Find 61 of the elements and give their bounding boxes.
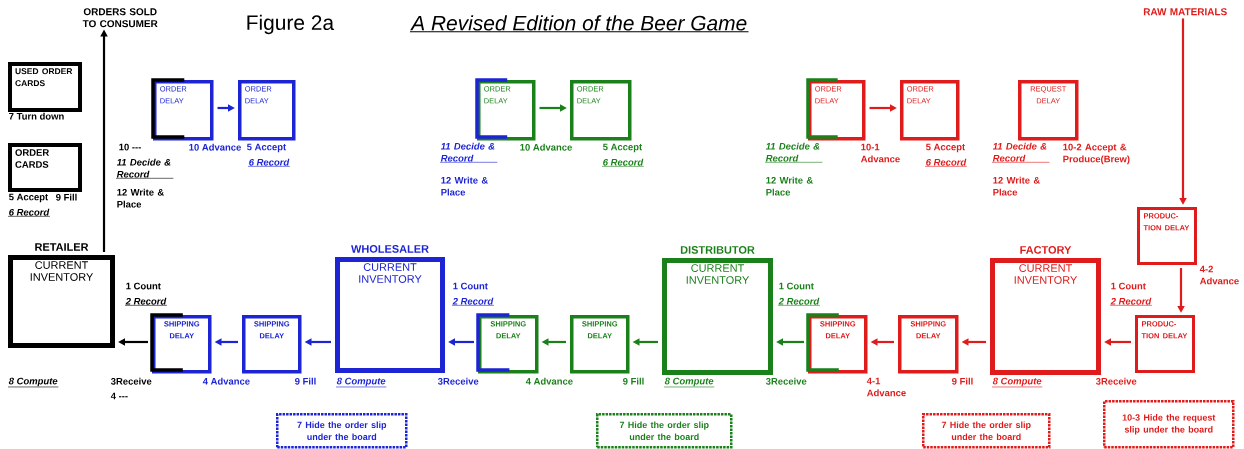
step-label: 8 Compute [663, 377, 715, 388]
step-label: 11 Decide & Record [764, 142, 823, 163]
step-label: 9 Fill [623, 377, 644, 385]
step-label: 11 Decide & Record [115, 158, 174, 179]
step-label: 4-2 Advance [1199, 265, 1239, 285]
node-label: FACTORY [1020, 246, 1072, 254]
inventory-box: FACTORY CURRENT INVENTORY [990, 246, 1101, 375]
step-label: 2 Record [777, 297, 821, 306]
step-label: 9 Fill [295, 377, 316, 385]
step-label: 9 Fill [952, 377, 973, 385]
step-label: 10 Advance [520, 143, 572, 151]
step-label: 2 Record [451, 297, 495, 306]
step-label: 8 Compute [335, 377, 387, 388]
node-label: RETAILER [35, 243, 89, 251]
note-box: 10-3 Hide the request slip under the board [1103, 400, 1235, 449]
inventory-box: DISTRIBUTOR CURRENT INVENTORY [662, 246, 773, 375]
card-box: USED ORDER CARDS [8, 62, 82, 112]
step-label: 10-1 Advance [860, 143, 900, 163]
step-label: 7 Turn down [9, 112, 64, 120]
step-label: 5 Accept [603, 143, 642, 153]
note-box: 7 Hide the order slip under the board [276, 413, 408, 449]
inventory-box: WHOLESALER CURRENT INVENTORY [335, 245, 445, 373]
step-label: 12 Write & Place [993, 176, 1040, 196]
step-label: 10 --- [119, 143, 141, 151]
step-label: 12 Write & Place [117, 188, 164, 208]
step-label: 6 Record [601, 158, 645, 167]
sink-label: ORDERS SOLD TO CONSUMER [82, 8, 158, 28]
step-label: 4 Advance [202, 377, 250, 385]
step-label: 1 Count [453, 282, 488, 290]
step-label: 6 Record [247, 158, 291, 167]
source-label: RAW MATERIALS [1143, 8, 1227, 16]
inventory-box: RETAILER CURRENT INVENTORY [8, 243, 115, 348]
step-label: 3Receive [110, 377, 152, 385]
step-label: 11 Decide & Record [439, 142, 498, 163]
step-label: 1 Count [1111, 282, 1146, 290]
step-label: 2 Record [1109, 297, 1153, 306]
note-box: 7 Hide the order slip under the board [596, 413, 733, 449]
step-label: 1 Count [126, 282, 161, 290]
step-label: 8 Compute [991, 377, 1043, 388]
title: A Revised Edition of the Beer Game [409, 15, 750, 33]
step-label: 4-1 Advance [866, 377, 906, 397]
figure-number: Figure 2a [247, 14, 335, 35]
step-label: 10-2 Accept & Produce(Brew) [1063, 143, 1130, 165]
card-box: ORDER CARDS [8, 143, 82, 192]
step-label: 12 Write & Place [766, 176, 813, 196]
step-label: 1 Count [779, 282, 814, 290]
step-label: 3Receive [1095, 377, 1137, 385]
step-label: 6 Record [924, 158, 968, 167]
step-label: 6 Record [7, 208, 51, 217]
step-label: 4 --- [110, 392, 128, 400]
step-label: 10 Advance [189, 143, 241, 151]
step-label: 4 Advance [525, 377, 573, 385]
step-label: 8 Compute [7, 377, 59, 388]
step-label: 3Receive [765, 377, 807, 385]
node-label: WHOLESALER [351, 245, 429, 253]
step-label: 11 Decide & Record [991, 142, 1050, 163]
step-label: 2 Record [124, 297, 168, 306]
step-label: 3Receive [437, 377, 479, 385]
node-label: DISTRIBUTOR [680, 246, 755, 254]
note-box: 7 Hide the order slip under the board [922, 413, 1051, 449]
step-label: 12 Write & Place [441, 176, 488, 196]
